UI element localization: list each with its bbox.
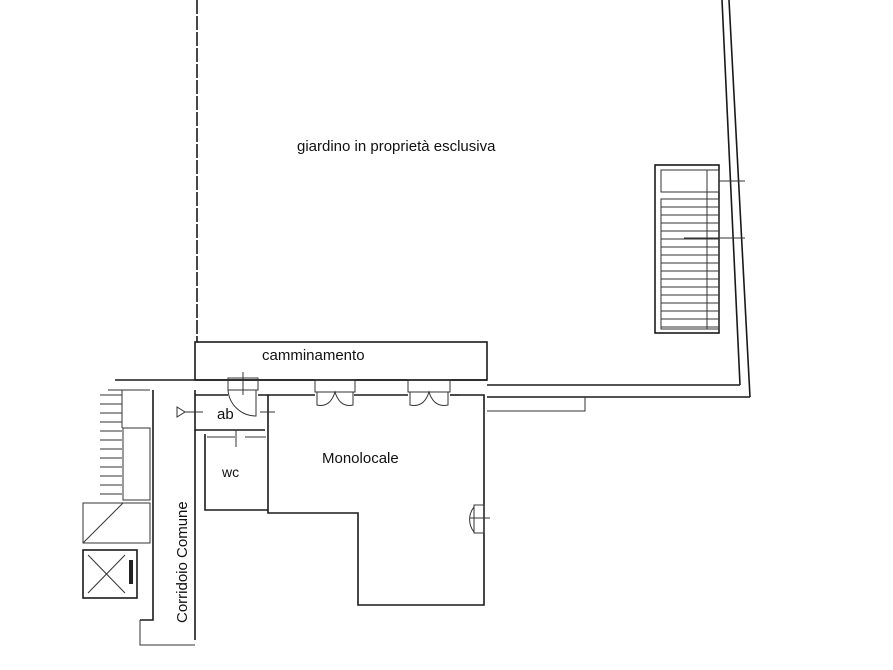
wc-label: wc [222,464,240,480]
garden-stairs [654,164,745,334]
corridor-label: Corridoio Comune [174,501,191,623]
main-room-label: Monolocale [322,450,399,467]
common-stairs [82,389,151,599]
walkway-label: camminamento [262,347,365,364]
garden-label: giardino in proprietà esclusiva [297,138,496,155]
building-walls [115,379,487,646]
antibath-label: ab [217,406,234,423]
garden-boundary [196,0,751,412]
doors [176,372,490,534]
